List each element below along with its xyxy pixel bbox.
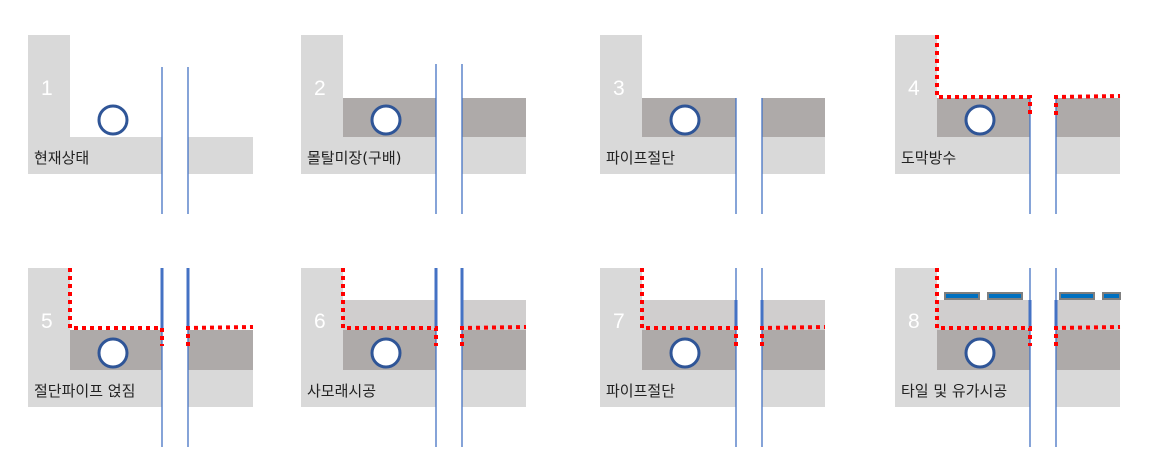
tile xyxy=(1059,292,1095,300)
drain-pipe-circle-icon xyxy=(370,104,402,136)
step-panel-2: 2 몰탈미장(구배) xyxy=(301,35,526,214)
drain-pipe-circle-icon xyxy=(370,337,402,369)
concrete-slab xyxy=(600,370,736,407)
drain-pipe-circle-icon xyxy=(964,104,996,136)
mortar-layer xyxy=(762,98,825,137)
concrete-slab xyxy=(188,370,253,407)
step-number: 4 xyxy=(908,77,920,100)
concrete-slab xyxy=(600,137,736,174)
waterproofing-membrane-line xyxy=(1054,325,1121,346)
concrete-slab xyxy=(462,370,526,407)
sand-mortar-layer xyxy=(937,300,1030,330)
concrete-slab xyxy=(301,370,436,407)
concrete-slab xyxy=(895,137,1030,174)
sand-mortar-layer xyxy=(343,300,436,330)
drain-pipe-circle-icon xyxy=(669,104,701,136)
step-label: 도막방수 xyxy=(901,149,956,167)
waterproofing-membrane-line xyxy=(640,268,738,346)
pipe-gap xyxy=(162,137,188,174)
concrete-slab xyxy=(895,370,1030,407)
concrete-slab xyxy=(1056,370,1120,407)
tile xyxy=(987,292,1023,300)
waterproofing-membrane-line xyxy=(460,325,527,346)
step-panel-5: 5 절단파이프 얹짐 xyxy=(28,268,254,447)
drain-pipe-circle-icon xyxy=(97,337,129,369)
step-number: 3 xyxy=(613,77,625,100)
step-label: 타일 및 유가시공 xyxy=(901,382,1007,400)
sand-mortar-layer xyxy=(1056,300,1120,330)
tile xyxy=(944,292,980,300)
waterproofing-membrane-line xyxy=(68,268,164,346)
waterproofing-membrane-line xyxy=(1054,94,1121,115)
mortar-layer xyxy=(188,330,253,370)
mortar-layer xyxy=(1056,98,1120,137)
step-panel-3: 3 파이프절단 xyxy=(600,35,825,214)
step-panel-6: 6 사모래시공 xyxy=(301,268,527,447)
waterproofing-membrane-line xyxy=(341,268,438,346)
drain-pipe-circle-icon xyxy=(964,337,996,369)
tile xyxy=(1102,292,1121,300)
mortar-layer xyxy=(462,330,526,370)
step-number: 5 xyxy=(41,310,53,333)
mortar-layer xyxy=(762,330,825,370)
concrete-slab xyxy=(28,370,162,407)
sand-mortar-layer xyxy=(642,300,736,330)
step-panel-1: 1 현재상태 xyxy=(28,35,253,214)
concrete-slab xyxy=(462,137,526,174)
mortar-layer xyxy=(1056,330,1120,370)
step-panel-7: 7 파이프절단 xyxy=(600,268,826,447)
step-number: 2 xyxy=(314,77,326,100)
waterproofing-membrane-line xyxy=(186,325,254,346)
waterproofing-membrane-line xyxy=(935,35,1032,115)
step-label: 몰탈미장(구배) xyxy=(307,149,402,167)
drain-pipe-circle-icon xyxy=(97,104,129,136)
sand-mortar-layer xyxy=(462,300,526,330)
concrete-slab xyxy=(301,137,436,174)
sand-mortar-layer xyxy=(762,300,825,330)
step-label: 사모래시공 xyxy=(307,382,376,400)
drain-pipe-circle-icon xyxy=(669,337,701,369)
step-number: 1 xyxy=(41,77,53,100)
concrete-slab xyxy=(762,137,825,174)
step-label: 현재상태 xyxy=(34,149,89,167)
step-label: 파이프절단 xyxy=(606,149,675,167)
step-panel-8: 8 타일 및 유가시공 xyxy=(895,268,1121,447)
waterproofing-membrane-line xyxy=(760,325,826,346)
concrete-slab xyxy=(762,370,825,407)
waterproofing-membrane-line xyxy=(935,268,1032,346)
mortar-layer xyxy=(462,98,526,137)
concrete-slab xyxy=(28,137,253,174)
concrete-slab xyxy=(1056,137,1120,174)
step-panel-4: 4 도막방수 xyxy=(895,35,1121,214)
step-number: 8 xyxy=(908,310,920,333)
step-number: 6 xyxy=(314,310,326,333)
step-label: 파이프절단 xyxy=(606,382,675,400)
step-label: 절단파이프 얹짐 xyxy=(34,382,135,400)
step-number: 7 xyxy=(613,310,625,333)
